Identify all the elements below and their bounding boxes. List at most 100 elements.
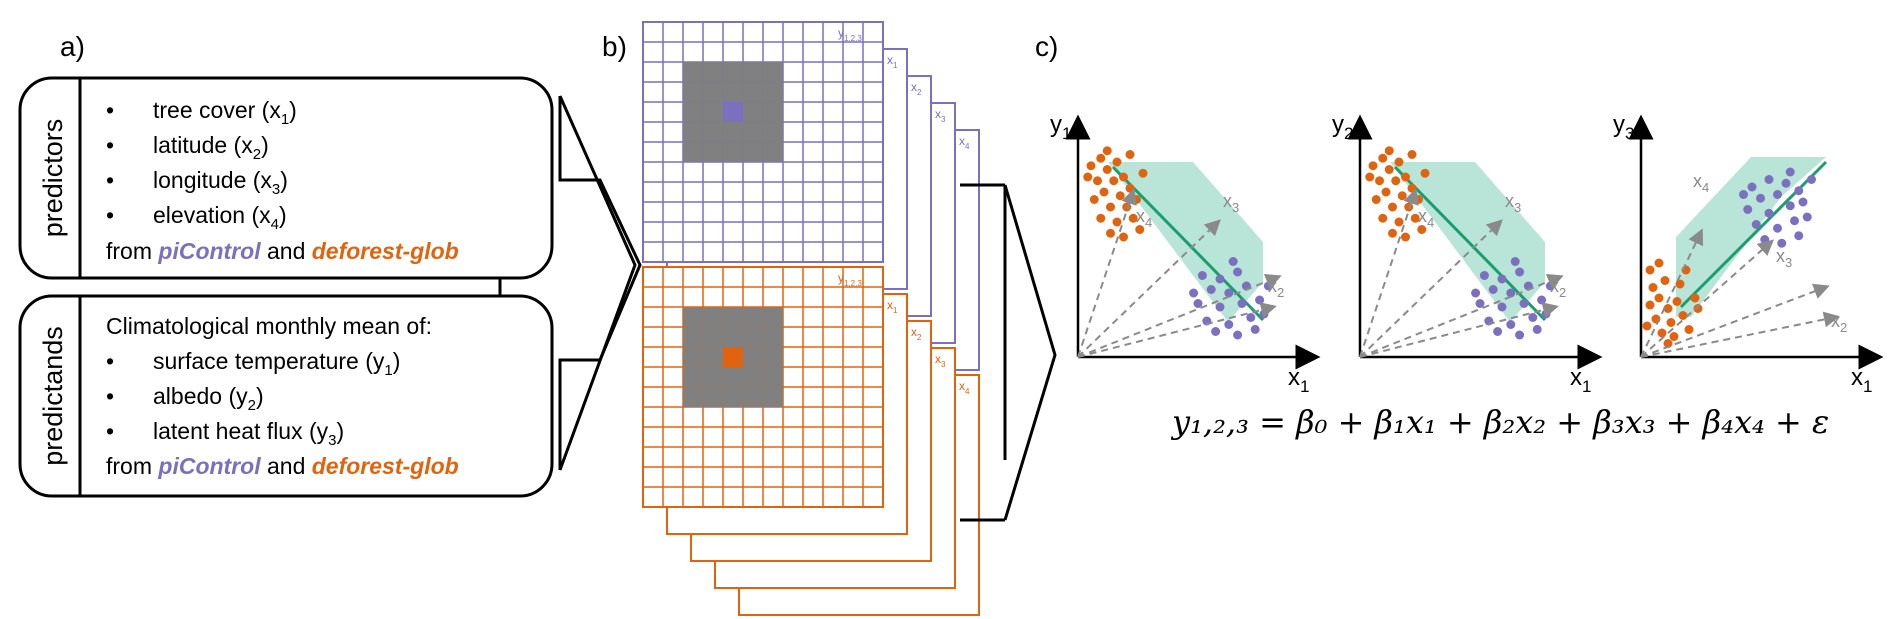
arrow-label: x3 — [1776, 246, 1792, 270]
picontrol-point — [1537, 295, 1547, 305]
picontrol-point — [1773, 190, 1782, 199]
picontrol-point — [1497, 274, 1507, 284]
picontrol-point — [1807, 175, 1816, 184]
deforest-point — [1378, 213, 1388, 223]
predictand-sub: 1 — [384, 362, 392, 379]
picontrol-point — [1228, 257, 1238, 266]
picontrol-point — [1528, 313, 1538, 322]
arrow-label: x3 — [1505, 191, 1521, 215]
deforest-point — [1657, 328, 1667, 338]
picontrol-point — [1471, 288, 1481, 298]
arrow-label: x2 — [1268, 276, 1284, 300]
picontrol-point — [1747, 182, 1757, 192]
panel-a: a) predictors • tree cover (x1) • latitu… — [18, 31, 642, 498]
fit-line — [1679, 160, 1828, 309]
deforest-point — [1414, 195, 1423, 204]
deforest-point — [1384, 165, 1394, 174]
arrow-label: x4 — [1693, 171, 1709, 195]
x-axis-label: x1 — [1570, 364, 1591, 396]
deforest-point — [1365, 172, 1375, 182]
layer-label: x4 — [959, 134, 970, 151]
deforest-point — [1678, 311, 1688, 320]
deforest-point — [1660, 276, 1670, 285]
predictand-item: • albedo (y2) — [106, 383, 264, 414]
predictands-box — [18, 294, 554, 498]
predictor-close: ) — [289, 97, 297, 123]
layer-label: y1,2,3 — [838, 271, 862, 288]
grid-layer: y1,2,3 — [642, 21, 884, 263]
predictors-list: • tree cover (x1) • latitude (x2) • long… — [106, 97, 459, 264]
deforest-point — [1128, 213, 1138, 223]
deforest-point — [1388, 228, 1397, 238]
dashed-arrow — [1077, 188, 1137, 358]
predictors-title: predictors — [38, 119, 68, 238]
picontrol-point — [1506, 320, 1516, 329]
svg-text:surface temperature (y1): surface temperature (y1) — [153, 348, 400, 379]
picontrol-point — [1189, 288, 1199, 298]
layer-label: x2 — [911, 80, 922, 97]
bracket-chevron-a — [558, 95, 637, 471]
svg-text:albedo (y2): albedo (y2) — [153, 383, 264, 414]
picontrol-point — [1479, 271, 1489, 280]
predictors-box — [18, 76, 554, 280]
predictor-item: • longitude (x3) — [106, 167, 288, 198]
picontrol-point — [1488, 285, 1498, 294]
exp-deforest: deforest-glob — [312, 453, 459, 479]
bullet: • — [106, 202, 114, 228]
picontrol-point — [1475, 299, 1485, 308]
deforest-point — [1368, 161, 1378, 171]
picontrol-point — [1794, 231, 1804, 241]
arrow-label: x4 — [1136, 206, 1152, 230]
predictor-text: latitude (x — [153, 132, 253, 158]
picontrol-point — [1215, 274, 1225, 284]
deforest-point — [1669, 332, 1679, 341]
y-axis-label: y3 — [1613, 111, 1634, 143]
deforest-point — [1391, 176, 1401, 186]
picontrol-point — [1259, 309, 1269, 319]
source-mid: and — [261, 238, 312, 264]
dashed-arrow — [1077, 302, 1277, 358]
deforest-point — [1642, 321, 1652, 331]
grid-layer: y1,2,3 — [642, 266, 884, 508]
predictor-close: ) — [279, 202, 287, 228]
layer-label: x4 — [959, 379, 970, 396]
deforest-point — [1083, 172, 1093, 182]
predictand-close: ) — [337, 418, 345, 444]
picontrol-point — [1773, 223, 1782, 233]
deforest-point — [1096, 153, 1106, 163]
deforest-point — [1125, 150, 1135, 159]
bullet: • — [106, 97, 114, 123]
layer-label: x1 — [887, 53, 898, 70]
picontrol-point — [1798, 197, 1808, 207]
deforest-point — [1654, 258, 1664, 268]
picontrol-point — [1802, 212, 1812, 222]
predictors-source: from piControl and deforest-glob — [106, 238, 459, 264]
deforest-point — [1394, 217, 1404, 227]
picontrol-point — [1197, 271, 1207, 280]
predictands-header: Climatological monthly mean of: — [106, 313, 432, 339]
picontrol-point — [1790, 216, 1799, 226]
predictor-close: ) — [280, 167, 288, 193]
dashed-arrow — [1640, 311, 1840, 358]
picontrol-point — [1781, 178, 1791, 188]
deforest-point — [1371, 195, 1381, 204]
predictand-item: • latent heat flux (y3) — [106, 418, 344, 449]
deforest-point — [1407, 150, 1417, 159]
deforest-point — [1693, 304, 1703, 313]
deforest-point — [1410, 213, 1420, 223]
picontrol-point — [1519, 299, 1529, 308]
bullet: • — [106, 348, 114, 374]
fit-line — [1111, 165, 1265, 322]
bullet: • — [106, 418, 114, 444]
predictor-text: tree cover (x — [153, 97, 281, 123]
panel-b-label: b) — [602, 31, 627, 62]
svg-text:elevation (x4): elevation (x4) — [153, 202, 287, 233]
picontrol-point — [1541, 309, 1551, 319]
picontrol-point — [1215, 302, 1225, 312]
deforest-point — [1381, 187, 1391, 197]
deforest-point — [1106, 202, 1115, 212]
deforest-point — [1109, 176, 1119, 186]
